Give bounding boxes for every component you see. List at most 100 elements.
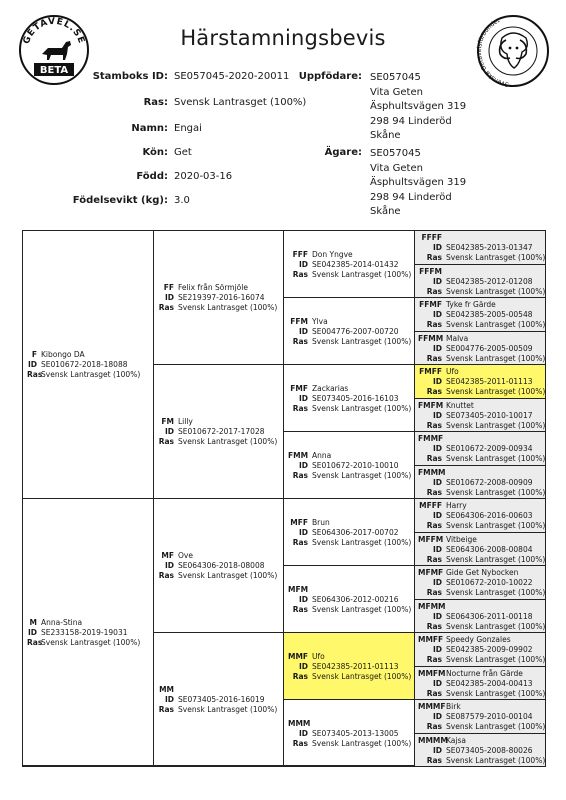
pedigree-ras-value: Svensk Lantrasget (100%) bbox=[446, 521, 546, 530]
pedigree-ras-key: Ras bbox=[426, 286, 442, 296]
pedigree-id-key: ID bbox=[432, 343, 442, 353]
pedigree-name-value: Ufo bbox=[446, 367, 459, 376]
agare-line: Äsphultsvägen 319 bbox=[370, 177, 467, 188]
pedigree-ras-key: Ras bbox=[426, 387, 442, 396]
pedigree-id-value: SE064306-2011-00118 bbox=[446, 611, 533, 621]
pedigree-ras-value: Svensk Lantrasget (100%) bbox=[446, 688, 546, 698]
pedigree-ras-key: Ras bbox=[426, 487, 442, 497]
pedigree-name-value: Harry bbox=[446, 501, 467, 510]
pedigree-id-row: ID SE087579-2010-00104 bbox=[418, 712, 545, 722]
pedigree-name-value: Ove bbox=[178, 551, 193, 560]
pedigree-name-value: Vitbeige bbox=[446, 534, 477, 544]
pedigree-ras-value: Svensk Lantrasget (100%) bbox=[178, 705, 278, 714]
pedigree-id-key: ID bbox=[432, 678, 442, 688]
pedigree-id-value: SE087579-2010-00104 bbox=[446, 712, 533, 721]
pedigree-ras-value: Svensk Lantrasget (100%) bbox=[312, 337, 412, 346]
pedigree-name-key: MMFF bbox=[418, 635, 444, 644]
uppfodare-line: Äsphultsvägen 319 bbox=[370, 101, 467, 112]
pedigree-ras-key: Ras bbox=[426, 454, 442, 463]
pedigree-ras-value: Svensk Lantrasget (100%) bbox=[312, 672, 412, 681]
pedigree-name-value: Gide Get Nybocken bbox=[446, 568, 519, 577]
pedigree-ras-key: Ras bbox=[292, 471, 308, 480]
pedigree-name-value: Kibongo DA bbox=[41, 350, 85, 359]
pedigree-ras-key: Ras bbox=[292, 538, 308, 547]
pedigree-ras-value: Svensk Lantrasget (100%) bbox=[178, 437, 278, 446]
pedigree-name-value: Birk bbox=[446, 702, 461, 711]
pedigree-ras-value: Svensk Lantrasget (100%) bbox=[446, 487, 546, 497]
pedigree-ras-row: Ras Svensk Lantrasget (100%) bbox=[288, 471, 412, 481]
pedigree-name-value: Ylva bbox=[312, 317, 328, 326]
pedigree-name-key: FFFM bbox=[419, 266, 442, 276]
pedigree-ras-row: Ras Svensk Lantrasget (100%) bbox=[158, 705, 278, 715]
uppfodare-label: Uppfödare: bbox=[298, 71, 362, 82]
pedigree-id-key: ID bbox=[164, 695, 174, 704]
agare-line: Skåne bbox=[370, 206, 401, 217]
fodelsevikt-label: Födelsevikt (kg): bbox=[72, 195, 168, 206]
pedigree-id-key: ID bbox=[432, 243, 442, 252]
pedigree-id-value: SE004776-2005-00509 bbox=[446, 343, 533, 353]
agare-line: SE057045 bbox=[370, 148, 421, 159]
pedigree-ras-key: Ras bbox=[292, 739, 308, 748]
ras-value: Svensk Lantrasget (100%) bbox=[174, 97, 307, 108]
pedigree-id-value: SE219397-2016-16074 bbox=[178, 293, 265, 302]
pedigree-id-value: SE010672-2009-00934 bbox=[446, 444, 533, 453]
pedigree-id-key: ID bbox=[432, 712, 442, 721]
pedigree-name-row: FFFM bbox=[418, 267, 545, 277]
pedigree-id-row: ID SE004776-2005-00509 bbox=[418, 344, 545, 354]
page-title: Härstamningsbevis bbox=[180, 26, 386, 50]
pedigree-id-value: SE064306-2017-00702 bbox=[312, 528, 399, 537]
getavel-logo: GETAVEL.SE BETA bbox=[19, 15, 89, 85]
pedigree-ras-value: Svensk Lantrasget (100%) bbox=[312, 471, 412, 480]
pedigree-id-key: ID bbox=[432, 310, 442, 319]
uppfodare-address: SE057045 Vita Geten Äsphultsvägen 319 29… bbox=[370, 71, 466, 144]
pedigree-name-row: FFFF bbox=[418, 233, 545, 243]
pedigree-name-key: FF bbox=[163, 283, 174, 292]
pedigree-name-row: MFM bbox=[288, 585, 411, 595]
agare-line: Vita Geten bbox=[370, 162, 423, 174]
pedigree-ras-key: Ras bbox=[158, 705, 174, 714]
pedigree-name-key: FMMF bbox=[418, 434, 444, 443]
pedigree-ras-key: Ras bbox=[426, 755, 442, 765]
pedigree-id-key: ID bbox=[432, 544, 442, 554]
pedigree-name-row: FMMF bbox=[418, 434, 545, 444]
pedigree-id-key: ID bbox=[432, 444, 442, 453]
pedigree-id-value: SE010672-2008-00909 bbox=[446, 477, 533, 487]
pedigree-ras-key: Ras bbox=[158, 571, 174, 580]
pedigree-id-key: ID bbox=[298, 394, 308, 403]
pedigree-name-key: MF bbox=[161, 551, 174, 560]
pedigree-id-value: SE004776-2007-00720 bbox=[312, 327, 399, 336]
pedigree-ras-key: Ras bbox=[27, 370, 43, 379]
pedigree-id-key: ID bbox=[432, 511, 442, 520]
pedigree-ras-value: Svensk Lantrasget (100%) bbox=[446, 722, 546, 731]
pedigree-name-key: MFFF bbox=[419, 501, 442, 510]
pedigree-ras-value: Svensk Lantrasget (100%) bbox=[446, 454, 546, 463]
pedigree-id-value: SE073405-2013-13005 bbox=[312, 729, 399, 738]
pedigree-ras-key: Ras bbox=[426, 621, 442, 631]
